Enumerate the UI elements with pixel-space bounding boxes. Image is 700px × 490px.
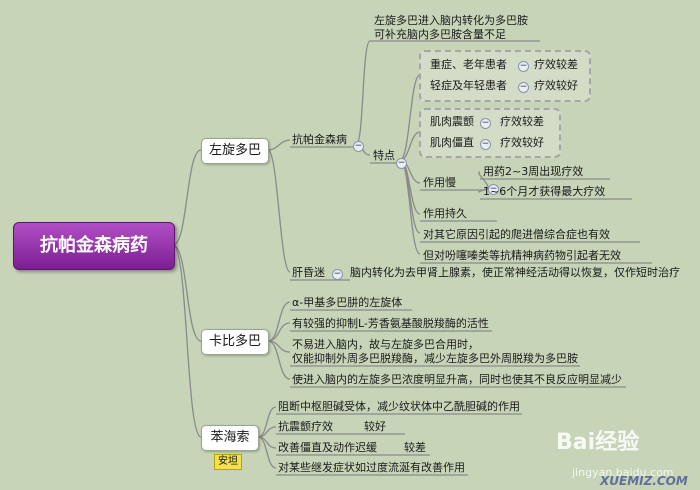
collapse-toggle-icon[interactable]: − [480, 118, 491, 129]
node-carbidopa-1[interactable]: α-甲基多巴肼的左旋体 [292, 296, 403, 309]
node-anti-parkinson[interactable]: 抗帕金森病 [292, 133, 347, 146]
node-antipsychotic[interactable]: 但对吩噻嗪类等抗精神病药物引起者无效 [423, 249, 621, 262]
root-topic[interactable]: 抗帕金森病药 [13, 222, 175, 270]
node-hepatic-coma-text[interactable]: 脑内转化为去甲肾上腺素，使正常神经活动得以恢复，仅作短时治疗 [350, 266, 680, 279]
node-benzhexol-3[interactable]: 改善僵直及动作迟缓 [278, 441, 377, 454]
collapse-toggle-icon[interactable]: − [488, 184, 499, 195]
topic-benzhexol[interactable]: 苯海索 [201, 425, 259, 451]
patient-group-box [419, 50, 591, 102]
node-carbidopa-5[interactable]: 使进入脑内的左旋多巴浓度明显升高，同时也使其不良反应明显减少 [292, 373, 622, 386]
node-carbidopa-2[interactable]: 有较强的抑制L-芳香氨基酸脱羧酶的活性 [292, 317, 489, 330]
collapse-toggle-icon[interactable]: − [518, 61, 529, 72]
node-rigidity[interactable]: 肌肉僵直 [430, 136, 474, 149]
node-effect-good: 疗效较好 [500, 136, 544, 149]
site-watermark: XUEMIZ.COM [600, 474, 688, 488]
symptom-group-box [419, 108, 561, 158]
node-mechanism-1[interactable]: 左旋多巴进入脑内转化为多巴胺 [374, 14, 528, 27]
collapse-toggle-icon[interactable]: − [332, 269, 343, 280]
node-slow-action[interactable]: 作用慢 [423, 176, 456, 189]
node-benzhexol-1[interactable]: 阻断中枢胆碱受体，减少纹状体中乙酰胆碱的作用 [278, 400, 520, 413]
node-benzhexol-3-value: 较差 [404, 441, 426, 454]
collapse-toggle-icon[interactable]: − [353, 141, 364, 152]
node-effect-good: 疗效较好 [534, 79, 578, 92]
node-effect-poor: 疗效较差 [534, 58, 578, 71]
node-mechanism-2[interactable]: 可补充脑内多巴胺含量不足 [374, 28, 506, 41]
watermark-url: jingyan.baidu.com [572, 466, 674, 479]
node-patient-mild[interactable]: 轻症及年轻患者 [430, 79, 507, 92]
node-slow-max[interactable]: 1~6个月才获得最大疗效 [483, 185, 606, 198]
node-benzhexol-4[interactable]: 对某些继发症状如过度流涎有改善作用 [278, 461, 465, 474]
node-effect-poor: 疗效较差 [500, 115, 544, 128]
node-slow-onset[interactable]: 用药2~3周出现疗效 [483, 165, 584, 178]
node-carbidopa-4[interactable]: 仅能抑制外周多巴脱羧酶，减少左旋多巴外周脱羧为多巴胺 [292, 352, 578, 365]
topic-carbidopa[interactable]: 卡比多巴 [201, 329, 269, 355]
node-lasting[interactable]: 作用持久 [423, 207, 467, 220]
benzhexol-alias-tag: 安坦 [214, 454, 242, 470]
collapse-toggle-icon[interactable]: − [480, 139, 491, 150]
baidu-watermark-logo: Bai经验 [556, 430, 640, 455]
node-benzhexol-2[interactable]: 抗震颤疗效 [278, 420, 333, 433]
collapse-toggle-icon[interactable]: − [518, 82, 529, 93]
node-hepatic-coma[interactable]: 肝昏迷 [292, 266, 325, 279]
collapse-toggle-icon[interactable]: − [396, 158, 407, 169]
node-carbidopa-3[interactable]: 不易进入脑内，故与左旋多巴合用时， [292, 338, 479, 351]
node-other-causes[interactable]: 对其它原因引起的爬进僧综合症也有效 [423, 228, 610, 241]
topic-levodopa[interactable]: 左旋多巴 [201, 138, 269, 164]
node-tremor[interactable]: 肌肉震颤 [430, 115, 474, 128]
node-features[interactable]: 特点 [373, 149, 395, 162]
node-benzhexol-2-value: 较好 [364, 420, 386, 433]
node-patient-severe[interactable]: 重症、老年患者 [430, 58, 507, 71]
